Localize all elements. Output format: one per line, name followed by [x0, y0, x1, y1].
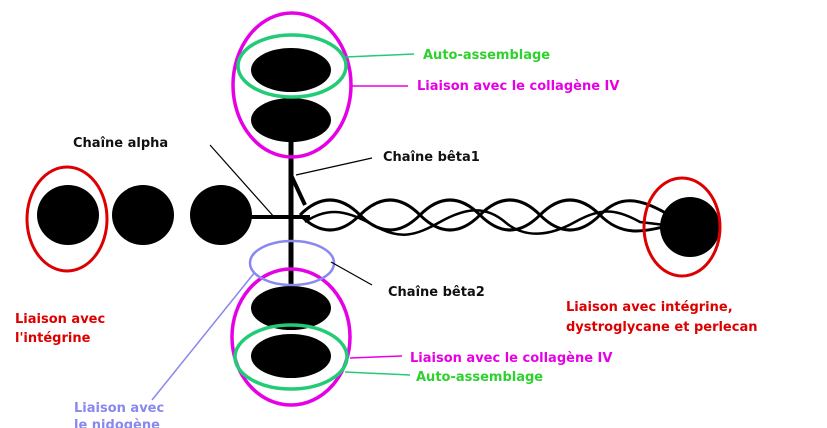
coiled-coil-strand-3 [304, 209, 691, 236]
top-globule-upper [251, 48, 331, 92]
label-bottom-self-assembly: Auto-assemblage [416, 370, 543, 385]
label-left-integrin-2: l'intégrine [15, 331, 91, 346]
right-globule [660, 197, 720, 257]
top-magenta-ring [231, 11, 353, 159]
left-globule-outer [37, 185, 99, 245]
coiled-coil-strand-2 [298, 198, 681, 232]
label-top-collagen: Liaison avec le collagène IV [417, 79, 619, 94]
bottom-globule-lower [251, 334, 331, 378]
label-left-integrin-1: Liaison avec [15, 312, 105, 327]
bottom-green-ring [233, 323, 349, 391]
leader-alpha [209, 144, 276, 219]
top-globule-lower [251, 98, 331, 142]
leader-bottom-collagen [349, 355, 403, 359]
leader-beta2 [330, 261, 373, 286]
label-right-binding-2: dystroglycane et perlecan [566, 320, 757, 335]
leader-nidogen [151, 271, 256, 401]
label-nidogen-1: Liaison avec [74, 401, 164, 416]
label-beta1-chain: Chaîne bêta1 [383, 150, 480, 165]
label-beta2-chain: Chaîne bêta2 [388, 285, 485, 300]
label-alpha-chain: Chaîne alpha [73, 136, 168, 151]
label-right-binding-1: Liaison avec intégrine, [566, 300, 733, 315]
left-globule-inner [190, 185, 252, 245]
top-green-ring [236, 33, 348, 99]
label-nidogen-2: le nidogène [74, 418, 160, 428]
leader-bottom-self-assembly [344, 371, 411, 376]
leader-top-self-assembly [345, 53, 415, 58]
bottom-magenta-ring [230, 267, 352, 407]
label-top-self-assembly: Auto-assemblage [423, 48, 550, 63]
label-bottom-collagen: Liaison avec le collagène IV [410, 351, 612, 366]
left-red-ring [25, 165, 109, 273]
bottom-globule-upper [251, 286, 331, 330]
beta1-stem [289, 174, 307, 206]
right-red-ring [642, 176, 722, 278]
left-globule-middle [112, 185, 174, 245]
leader-beta1 [295, 157, 373, 176]
